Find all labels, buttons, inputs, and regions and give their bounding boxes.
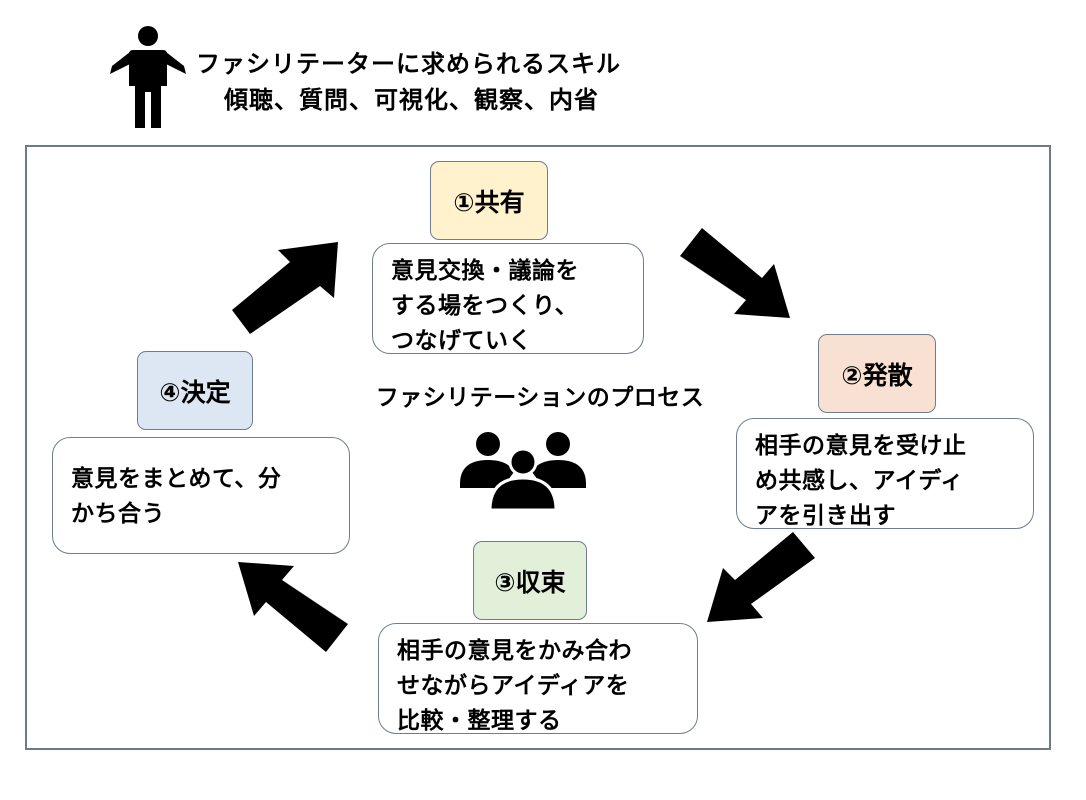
process-frame bbox=[25, 145, 1051, 750]
step-label-kettei: ④決定 bbox=[137, 351, 253, 430]
header-title: ファシリテーターに求められるスキル bbox=[196, 50, 621, 78]
step-label-kyoyu: ①共有 bbox=[430, 161, 548, 240]
arrow-to-hassan-icon bbox=[680, 228, 790, 318]
people-icon bbox=[460, 432, 586, 510]
arrow-to-shusoku-icon bbox=[707, 532, 815, 622]
header-skills: 傾聴、質問、可視化、観察、内省 bbox=[224, 86, 599, 114]
header: ファシリテーターに求められるスキル 傾聴、質問、可視化、観察、内省 bbox=[0, 0, 1086, 140]
person-icon bbox=[110, 26, 186, 128]
step-description-shusoku: 相手の意見をかみ合わ せながらアイディアを 比較・整理する bbox=[378, 623, 698, 734]
step-label-shusoku: ③収束 bbox=[473, 541, 587, 620]
step-description-kyoyu: 意見交換・議論を する場をつくり、 つなげていく bbox=[372, 243, 644, 354]
step-label-hassan: ②発散 bbox=[818, 334, 936, 413]
step-description-hassan: 相手の意見を受け止 め共感し、アイディ アを引き出す bbox=[736, 418, 1034, 529]
arrow-to-kyoyu-icon bbox=[232, 242, 338, 334]
arrow-to-kettei-icon bbox=[238, 562, 348, 652]
step-description-kettei: 意見をまとめて、分 かち合う bbox=[52, 437, 350, 554]
process-title: ファシリテーションのプロセス bbox=[375, 385, 705, 411]
